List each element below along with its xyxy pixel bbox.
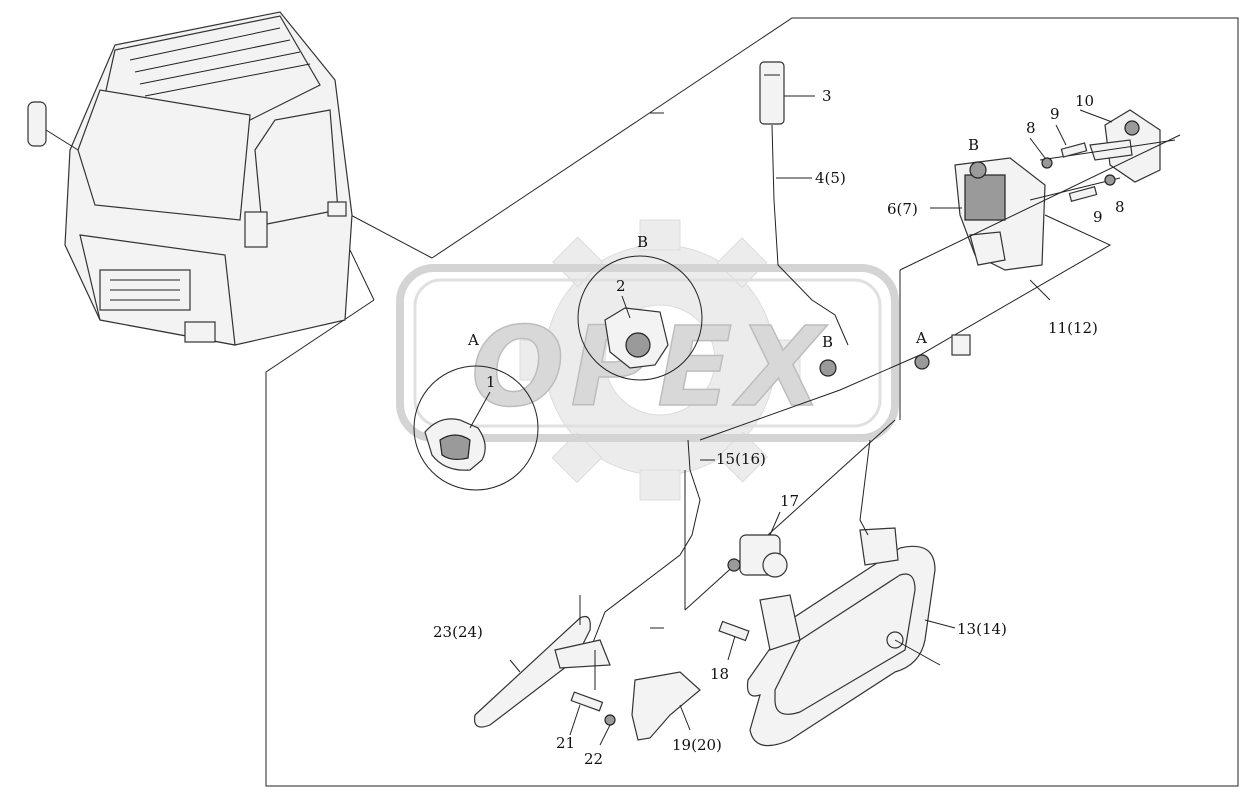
label-21: 21	[556, 734, 575, 752]
watermark-frame	[396, 264, 899, 442]
label-view-b1: B	[637, 233, 648, 251]
label-view-b2: B	[822, 333, 833, 351]
label-2: 2	[616, 277, 626, 295]
inner-handle-part-23	[473, 615, 611, 728]
label-view-b3: B	[968, 136, 979, 154]
label-8b: 8	[1115, 198, 1125, 216]
outer-handle-part-13	[746, 527, 936, 747]
leader-9a	[1055, 124, 1067, 146]
label-6: 6(7)	[887, 200, 918, 218]
washer-part-22	[604, 714, 616, 726]
label-22: 22	[584, 750, 603, 768]
rod-part-13	[859, 439, 871, 536]
rod-part-4	[771, 124, 849, 346]
label-view-a1: A	[467, 331, 479, 349]
detail-circle-a	[413, 365, 539, 491]
leader-13b	[894, 639, 941, 666]
leader-17	[769, 511, 781, 536]
striker-part-10	[1089, 109, 1161, 183]
rod-part-15	[589, 439, 701, 651]
leader-21	[569, 704, 581, 736]
bracket-part-19	[631, 671, 701, 741]
leader-2	[621, 295, 631, 319]
label-19: 19(20)	[672, 736, 722, 754]
bolt-part-18	[718, 620, 750, 642]
leader-18	[727, 635, 736, 661]
washer-part-8a	[1041, 157, 1053, 169]
leader-1	[469, 391, 491, 429]
label-4: 4(5)	[815, 169, 846, 187]
leader-19	[679, 704, 691, 731]
label-9b: 9	[1093, 208, 1103, 226]
label-15: 15(16)	[716, 450, 766, 468]
leader-frame-bottom	[349, 249, 375, 301]
bolt-part-9a	[1060, 142, 1088, 158]
line-long-3	[684, 419, 896, 611]
leader-23	[509, 659, 521, 673]
axis-line-10	[1039, 139, 1176, 161]
bolt-part-9b	[1068, 186, 1098, 202]
leader-11	[1029, 279, 1051, 301]
washer-part-8b	[1104, 174, 1116, 186]
leader-10	[1079, 109, 1113, 123]
key-cylinder-part-17	[727, 534, 788, 578]
label-13: 13(14)	[957, 620, 1007, 638]
label-11: 11(12)	[1048, 319, 1098, 337]
label-23: 23(24)	[433, 623, 483, 641]
leader-8a	[1029, 137, 1046, 159]
clip-a	[914, 354, 930, 370]
bolt-part-21	[570, 691, 604, 712]
label-17: 17	[780, 492, 799, 510]
clip-b	[819, 359, 837, 377]
label-9a: 9	[1050, 105, 1060, 123]
gear-watermark-icon	[519, 219, 801, 501]
label-18: 18	[710, 665, 729, 683]
line-long-1	[899, 134, 1181, 271]
door-lock-part-6	[954, 157, 1046, 271]
truck-cab-icon	[27, 11, 353, 346]
detail-circle-b	[577, 255, 703, 381]
striker-part-1	[424, 418, 486, 471]
label-view-a2: A	[915, 329, 927, 347]
label-10: 10	[1075, 92, 1094, 110]
leader-22	[599, 724, 611, 746]
striker-part-2	[604, 307, 669, 369]
watermark-frame-inner	[413, 278, 882, 428]
clip-part-11	[951, 334, 971, 356]
leader-frame-top	[344, 211, 433, 259]
label-1: 1	[486, 373, 496, 391]
label-3: 3	[822, 87, 832, 105]
leader-13	[924, 619, 956, 629]
detail-frame	[265, 17, 1239, 787]
label-8a: 8	[1026, 119, 1036, 137]
lock-knob-part-3	[759, 61, 785, 125]
